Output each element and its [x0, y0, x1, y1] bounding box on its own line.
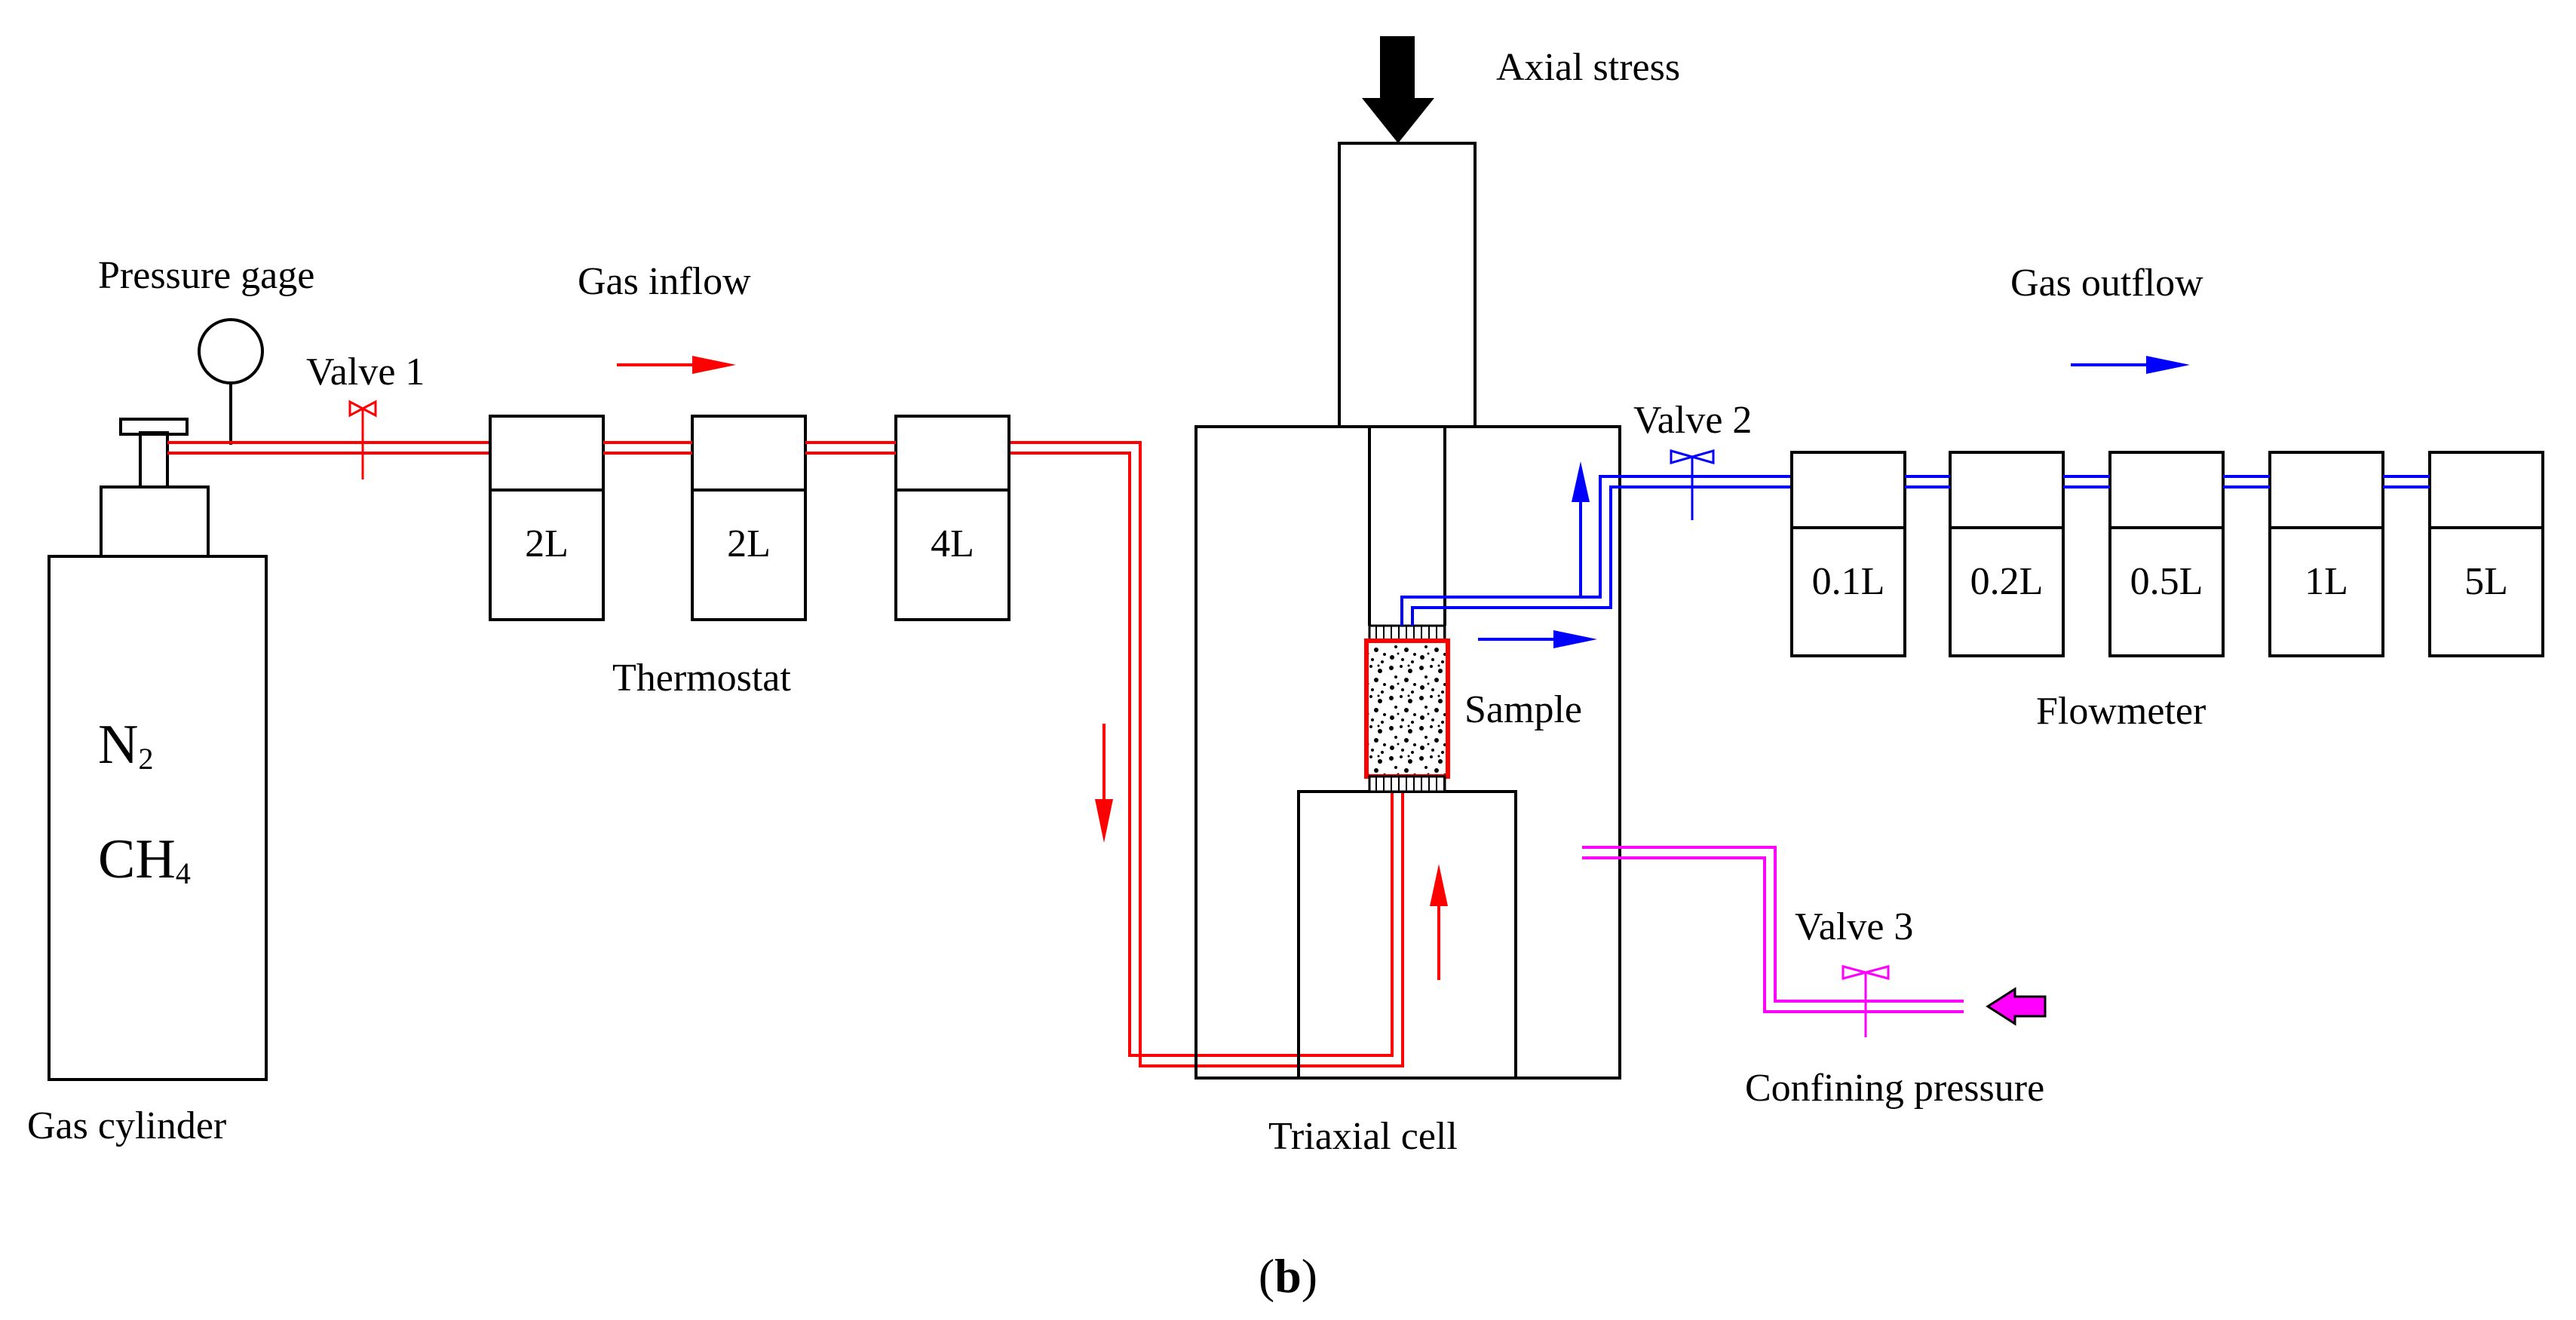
flowmeter-tank-3: 0.5L: [2108, 451, 2225, 657]
gas-cylinder-label: Gas cylinder: [27, 1104, 226, 1147]
valve-2[interactable]: [1670, 449, 1715, 520]
flowmeter-tank-1-volume: 0.1L: [1812, 560, 1885, 603]
gas-n2-label: N2: [98, 714, 153, 776]
thermostat-tank-1: 2L: [489, 415, 605, 621]
flowmeter-tank-5: 5L: [2428, 451, 2544, 657]
flowmeter-tank-4-volume: 1L: [2305, 560, 2348, 603]
pressure-gage: [198, 318, 264, 445]
gas-ch4-label: CH4: [98, 828, 191, 890]
flowmeter-tank-2: 0.2L: [1949, 451, 2065, 657]
triaxial-cell-label: Triaxial cell: [1268, 1115, 1458, 1158]
flowmeter-tank-4: 1L: [2268, 451, 2384, 657]
gas-outflow-label: Gas outflow: [2010, 262, 2203, 305]
thermostat-tank-2: 2L: [691, 415, 807, 621]
figure-caption: (b): [1259, 1249, 1317, 1303]
flowmeter-tank-1: 0.1L: [1790, 451, 1906, 657]
outflow-arrow: [2071, 356, 2190, 374]
inflow-down-arrow: [1095, 724, 1113, 843]
valve-3[interactable]: [1842, 965, 1890, 1037]
outflow-right-arrow: [1478, 630, 1597, 648]
axial-stress-arrow: [1362, 36, 1434, 143]
gas-inflow-label: Gas inflow: [578, 260, 751, 303]
sample: [1364, 624, 1450, 793]
confining-pressure-label: Confining pressure: [1745, 1067, 2044, 1110]
inflow-arrow: [617, 356, 736, 374]
thermostat-tank-3: 4L: [894, 415, 1010, 621]
flowmeter-tank-5-volume: 5L: [2464, 560, 2508, 603]
valve-1-label: Valve 1: [306, 351, 425, 394]
gas-cylinder: N2 CH4: [48, 418, 268, 1081]
thermostat-tank-3-volume: 4L: [931, 522, 974, 565]
valve-3-label: Valve 3: [1795, 905, 1913, 948]
sample-label: Sample: [1464, 688, 1582, 731]
confining-pressure-arrow: [1986, 987, 2047, 1026]
thermostat-tank-2-volume: 2L: [727, 522, 771, 565]
pressure-gage-label: Pressure gage: [98, 254, 314, 297]
flowmeter-tank-2-volume: 0.2L: [1970, 560, 2044, 603]
thermostat-tank-1-volume: 2L: [525, 522, 569, 565]
thermostat-label: Thermostat: [612, 657, 791, 700]
triaxial-cell: [1194, 142, 1621, 1080]
flowmeter-tank-3-volume: 0.5L: [2130, 560, 2203, 603]
axial-stress-label: Axial stress: [1496, 46, 1680, 89]
confining-pipe: [1582, 846, 1964, 1013]
inflow-up-arrow: [1430, 864, 1448, 980]
valve-1[interactable]: [348, 400, 377, 479]
valve-2-label: Valve 2: [1633, 399, 1752, 442]
outflow-pipe: [1400, 475, 1792, 626]
outflow-up-arrow: [1572, 461, 1590, 596]
flowmeter-label: Flowmeter: [2036, 690, 2206, 733]
